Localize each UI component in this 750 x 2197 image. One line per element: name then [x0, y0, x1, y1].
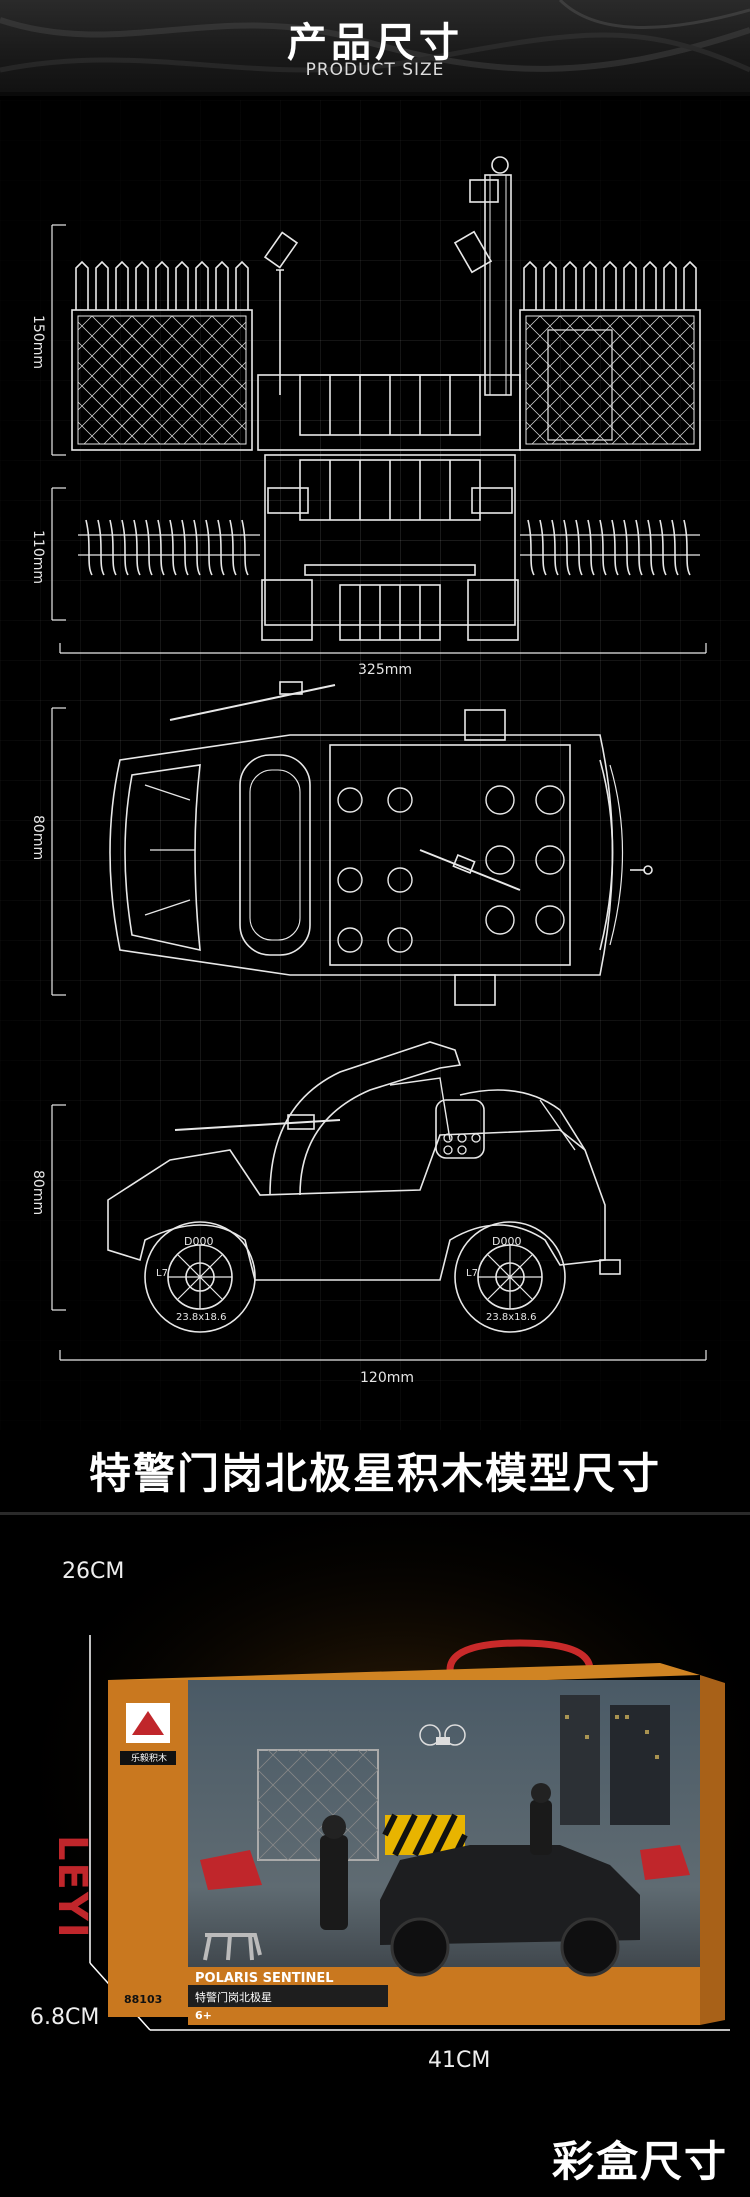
tire-size-front: 23.8x18.6: [176, 1312, 227, 1323]
top-view-height-upper: 150mm: [30, 315, 46, 369]
side-view-height: 80mm: [30, 1170, 46, 1216]
tire-mark-rear: L7: [466, 1268, 478, 1279]
section-divider: [0, 1512, 750, 1515]
marble-texture: [0, 0, 750, 73]
side-view-width: 120mm: [360, 1370, 414, 1386]
top-view-width: 325mm: [358, 662, 412, 678]
grid-vignette: [0, 100, 750, 1430]
tire-rear-label: D000: [492, 1235, 522, 1248]
plan-view-drawing: [51, 681, 653, 1006]
box-height-label: 26CM: [62, 1559, 125, 1584]
header-banner: 产品尺寸 PRODUCT SIZE: [0, 0, 750, 96]
top-view-height-lower: 110mm: [30, 530, 46, 584]
side-view-drawing: [51, 1041, 707, 1361]
page-subtitle: PRODUCT SIZE: [305, 60, 445, 80]
brand-logo-text: LEYI: [49, 1835, 95, 1940]
age-badge: 6+: [195, 2009, 212, 2022]
product-name-cn: 特警门岗北极星: [195, 1991, 272, 2004]
tire-mark-front: L7: [156, 1268, 168, 1279]
set-number: 88103: [124, 1993, 163, 2006]
brand-cn-label: 乐毅积木: [130, 1754, 167, 1764]
tire-front-label: D000: [184, 1235, 214, 1248]
box-section: 26CM 6.8CM 41CM 乐毅积木 LEYI 88103 POLARIS …: [0, 1515, 750, 2197]
model-size-title: 特警门岗北极星积木模型尺寸: [88, 1449, 661, 1498]
tire-size-rear: 23.8x18.6: [486, 1312, 537, 1323]
product-name-en: POLARIS SENTINEL: [195, 1971, 334, 1986]
blueprint-drawings: [51, 156, 707, 1361]
plan-view-height: 80mm: [30, 815, 46, 861]
box-illustration: [40, 1515, 750, 2035]
top-view-drawing: [51, 156, 707, 654]
box-depth-label: 6.8CM: [30, 2005, 100, 2030]
box-size-title: 彩盒尺寸: [551, 2137, 728, 2186]
box-width-label: 41CM: [428, 2048, 491, 2073]
page-title: 产品尺寸: [287, 20, 463, 66]
